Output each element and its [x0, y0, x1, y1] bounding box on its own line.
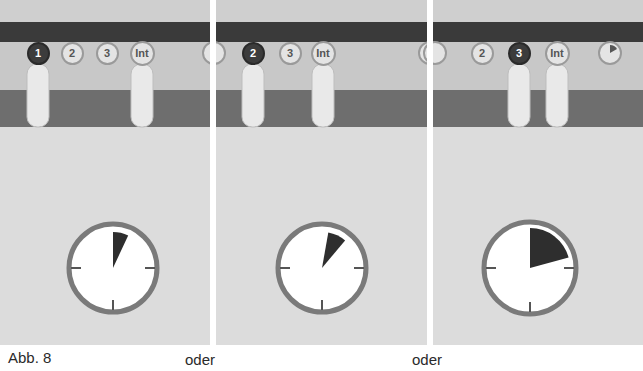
connector-word: oder — [412, 351, 442, 368]
button-label: 1 — [35, 47, 41, 59]
connector-word: oder — [185, 351, 215, 368]
button: 1 — [27, 42, 50, 65]
button: 3 — [508, 42, 531, 65]
button-label: Int — [316, 47, 329, 59]
button-label: 3 — [516, 47, 522, 59]
button-label: Int — [135, 47, 148, 59]
button-label: 2 — [250, 47, 256, 59]
button: 3 — [96, 42, 119, 65]
button: Int — [130, 41, 155, 66]
button-label: 3 — [287, 47, 293, 59]
button: 2 — [61, 42, 84, 65]
button: 2 — [242, 42, 265, 65]
figure-caption: Abb. 8 — [8, 349, 51, 366]
button-label: 2 — [69, 47, 75, 59]
button: Int — [545, 41, 570, 66]
button: 2 — [471, 42, 494, 65]
button: 3 — [279, 42, 302, 65]
button-label: 3 — [104, 47, 110, 59]
button-label: Int — [550, 47, 563, 59]
button-label: 2 — [479, 47, 485, 59]
button: Int — [311, 41, 336, 66]
